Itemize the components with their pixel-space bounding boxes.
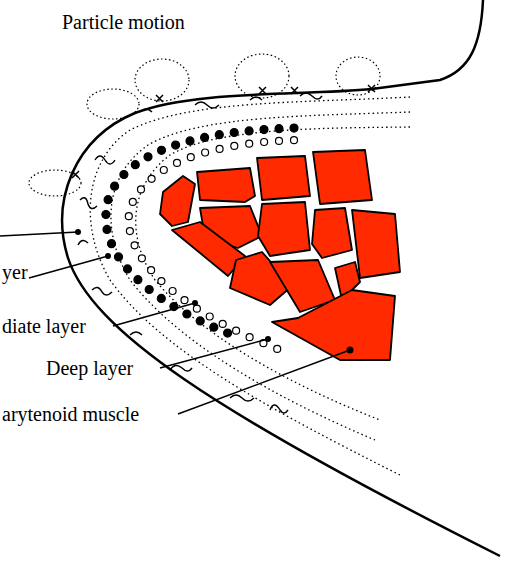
open-dot (206, 313, 213, 320)
filled-dot (134, 276, 142, 284)
filled-dot (131, 161, 139, 169)
filled-dot (158, 146, 166, 154)
open-dot (181, 297, 188, 304)
filled-dot (186, 137, 194, 145)
filled-dot (201, 133, 209, 141)
filled-dot (224, 329, 232, 337)
title-label: Particle motion (62, 12, 185, 32)
open-dot (174, 159, 181, 166)
filled-dot (124, 265, 132, 273)
muscle-fibres (160, 150, 400, 360)
filled-dot (102, 211, 110, 219)
open-dot (158, 278, 165, 285)
layer-label: Deep layer (46, 358, 133, 378)
open-dot (193, 305, 200, 312)
open-dot (261, 139, 268, 146)
filled-dot (120, 171, 128, 179)
open-dot (291, 137, 298, 144)
filled-dot (108, 240, 116, 248)
filled-dot (290, 124, 298, 132)
filled-dot (245, 127, 253, 135)
open-dot (231, 142, 238, 149)
open-dot (246, 140, 253, 147)
open-dot (129, 198, 136, 205)
open-dot (138, 255, 145, 262)
open-dot (187, 154, 194, 161)
open-dot (216, 145, 223, 152)
layer-label: yer (2, 262, 28, 282)
open-dot (233, 327, 240, 334)
leader-lines (0, 232, 350, 414)
filled-dot (104, 196, 112, 204)
open-dot (276, 137, 283, 144)
layer-label: diate layer (2, 316, 86, 336)
filled-dot (275, 125, 283, 133)
open-dot (138, 186, 145, 193)
filled-dot (103, 225, 111, 233)
open-dot (246, 334, 253, 341)
fold-surface (62, 0, 500, 556)
filled-dot (210, 323, 218, 331)
open-dot (131, 242, 138, 249)
muscle-label: arytenoid muscle (2, 404, 139, 424)
filled-dot (157, 294, 165, 302)
open-dot (148, 175, 155, 182)
filled-dot (111, 182, 119, 190)
filled-dot (215, 131, 223, 139)
open-dot (219, 320, 226, 327)
filled-dot (115, 253, 123, 261)
filled-dot (172, 141, 180, 149)
open-dot (148, 267, 155, 274)
open-dot (125, 213, 132, 220)
open-dot (160, 167, 167, 174)
leader-dots (75, 229, 354, 354)
open-dot (274, 345, 281, 352)
filled-dot (145, 286, 153, 294)
open-dot (169, 288, 176, 295)
filled-dot (144, 153, 152, 161)
filled-dot (230, 129, 238, 137)
filled-dot (196, 317, 204, 325)
filled-dot (260, 126, 268, 134)
open-dot (202, 149, 209, 156)
open-dot (126, 228, 133, 235)
filled-dot (183, 310, 191, 318)
